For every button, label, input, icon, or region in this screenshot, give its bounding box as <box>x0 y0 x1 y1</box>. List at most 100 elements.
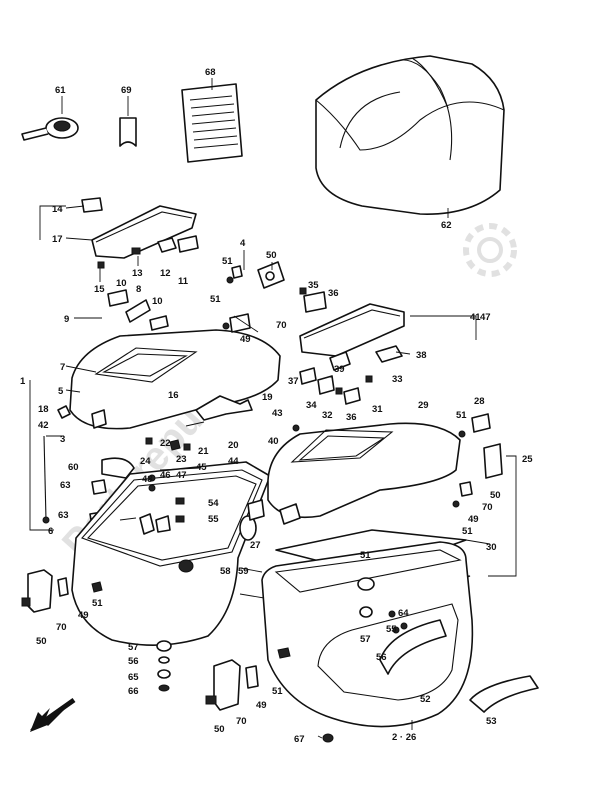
part-label-57b: 57 <box>360 634 371 645</box>
part-label-44: 44 <box>228 456 239 467</box>
left-lid-part <box>69 329 281 430</box>
right-lid-part <box>267 422 461 525</box>
part-label-51e: 51 <box>360 550 371 561</box>
gear-icon <box>463 223 517 277</box>
right-hinge-parts <box>299 351 373 405</box>
part-label-17: 17 <box>52 234 63 245</box>
part-label-27: 27 <box>250 540 261 551</box>
part-label-63a: 63 <box>60 480 71 491</box>
part-label-51d: 51 <box>462 526 473 537</box>
part-label-52: 52 <box>420 694 431 705</box>
part-label-22: 22 <box>160 438 171 449</box>
part-label-39: 39 <box>334 364 345 375</box>
part-label-42: 42 <box>38 420 49 431</box>
part-label-43: 43 <box>272 408 283 419</box>
stay-bracket-part <box>195 395 253 421</box>
right-lock-part <box>205 659 259 711</box>
part-label-62: 62 <box>441 220 452 231</box>
part-label-70a: 70 <box>276 320 287 331</box>
part-label-55a: 55 <box>208 514 219 525</box>
part-label-37: 37 <box>288 376 299 387</box>
part-label-48: 48 <box>142 474 153 485</box>
part-label-6: 6 <box>48 526 53 537</box>
hinge-small-parts <box>81 197 199 331</box>
part-label-33: 33 <box>392 374 403 385</box>
center-hinge-parts <box>145 261 327 523</box>
part-label-51b: 51 <box>210 294 221 305</box>
part-label-66: 66 <box>128 686 139 697</box>
part-label-16: 16 <box>168 390 179 401</box>
part-label-28: 28 <box>474 396 485 407</box>
part-label-1: 1 <box>20 376 26 387</box>
part-number-labels: 61 69 68 62 1 41 7 13 12 11 15 4 50 51 10 8 9 10 51 70 49 35 3… <box>20 67 533 745</box>
clip-part <box>119 117 137 147</box>
part-label-20: 20 <box>228 440 239 451</box>
part-label-47: 47 <box>480 312 491 323</box>
part-label-59: 59 <box>238 566 249 577</box>
left-lock-part <box>21 569 69 613</box>
part-label-64: 64 <box>398 608 409 619</box>
part-label-13: 13 <box>132 268 143 279</box>
part-label-41: 41 <box>470 312 481 323</box>
part-label-46: 46 <box>160 470 171 481</box>
part-label-34: 34 <box>306 400 317 411</box>
grommet-part <box>322 733 334 743</box>
part-label-68: 68 <box>205 67 216 78</box>
right-case-body-part <box>261 541 474 728</box>
part-label-51g: 51 <box>272 686 283 697</box>
part-label-23: 23 <box>176 454 187 465</box>
instruction-sheet-part <box>181 83 243 163</box>
right-lid-pad-part <box>299 303 405 363</box>
reflector-part <box>239 499 265 541</box>
part-label-36b: 36 <box>346 412 357 423</box>
part-label-57a: 57 <box>128 642 139 653</box>
part-label-10b: 10 <box>152 296 163 307</box>
part-label-54: 54 <box>208 498 219 509</box>
part-label-38: 38 <box>416 350 427 361</box>
rubber-mount-stack <box>156 640 172 692</box>
part-label-10a: 10 <box>116 278 127 289</box>
rod-part <box>42 405 71 524</box>
part-label-9: 9 <box>64 314 69 325</box>
part-label-65: 65 <box>128 672 139 683</box>
part-label-11: 11 <box>178 276 189 287</box>
right-stay-parts <box>452 413 503 508</box>
part-label-32: 32 <box>322 410 333 421</box>
part-label-7: 7 <box>60 362 65 373</box>
front-direction-arrow-icon <box>30 697 76 732</box>
part-label-70d: 70 <box>236 716 247 727</box>
part-label-60: 60 <box>68 462 79 473</box>
part-label-12: 12 <box>160 268 171 279</box>
part-label-70c: 70 <box>56 622 67 633</box>
part-label-58: 58 <box>220 566 231 577</box>
part-label-4: 4 <box>240 238 246 249</box>
part-label-56b: 56 <box>376 652 387 663</box>
part-label-47b: 47 <box>176 470 187 481</box>
part-label-51a: 51 <box>222 256 233 267</box>
part-label-56a: 56 <box>128 656 139 667</box>
part-label-49b: 49 <box>468 514 479 525</box>
part-label-61: 61 <box>55 85 66 96</box>
tie-band-part <box>21 117 79 141</box>
loose-emblem-part <box>469 675 539 713</box>
part-label-5: 5 <box>58 386 64 397</box>
part-label-35: 35 <box>308 280 319 291</box>
part-label-24: 24 <box>140 456 151 467</box>
part-label-53: 53 <box>486 716 497 727</box>
part-label-40: 40 <box>268 436 279 447</box>
part-label-69: 69 <box>121 85 132 96</box>
part-label-8: 8 <box>136 284 141 295</box>
part-label-63b: 63 <box>58 510 69 521</box>
part-label-15: 15 <box>94 284 105 295</box>
part-label-45: 45 <box>196 462 207 473</box>
part-label-51c: 51 <box>456 410 467 421</box>
lid-pad-part <box>91 205 197 259</box>
part-label-25: 25 <box>522 454 533 465</box>
leader-lines <box>29 78 517 739</box>
part-label-50d: 50 <box>214 724 225 735</box>
part-label-226: 2 · 26 <box>392 732 416 743</box>
part-label-50c: 50 <box>36 636 47 647</box>
inner-bag-part <box>315 55 505 215</box>
